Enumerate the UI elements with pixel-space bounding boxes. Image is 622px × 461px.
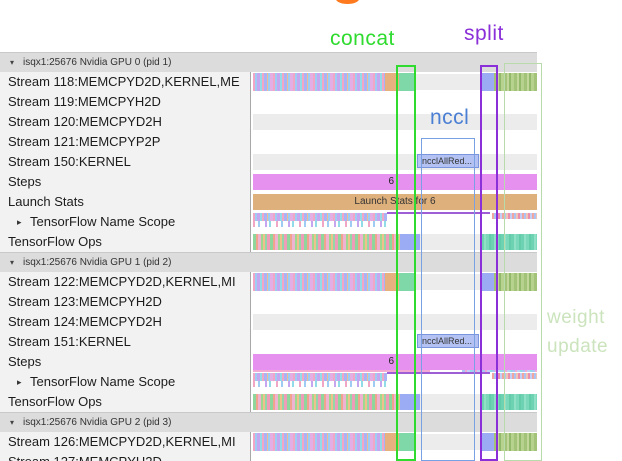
collapse-icon[interactable]: ▾ xyxy=(10,58,15,67)
expander-icon[interactable]: ▸ xyxy=(17,377,22,387)
timeline-row: Stream 121:MEMCPYP2P xyxy=(0,132,622,152)
section-header-gpu-2[interactable]: ▾ isqx1:25676 Nvidia GPU 2 (pid 3) xyxy=(0,412,537,432)
concat-block[interactable] xyxy=(399,433,415,451)
name-scope-events[interactable] xyxy=(253,373,387,381)
trace-events[interactable] xyxy=(253,73,385,91)
timeline-row: Stream 151:KERNEL ncclAllRed... xyxy=(0,332,622,352)
row-background xyxy=(415,274,480,290)
row-background xyxy=(415,434,480,450)
name-scope-events-right[interactable] xyxy=(492,373,537,379)
timeline-row: Stream 124:MEMCPYD2H xyxy=(0,312,622,332)
collapse-icon[interactable]: ▾ xyxy=(10,418,15,427)
timeline-row: TensorFlow Ops xyxy=(0,232,622,252)
section-header-label: isqx1:25676 Nvidia GPU 0 (pid 1) xyxy=(23,57,172,68)
cropped-text-fragment xyxy=(336,0,359,4)
row-label: Stream 150:KERNEL xyxy=(8,154,131,169)
concat-annotation-label: concat xyxy=(330,27,395,50)
timeline-row: TensorFlow Ops xyxy=(0,392,622,412)
memcpy-block[interactable] xyxy=(385,73,399,91)
timeline-row: Steps 6 xyxy=(0,352,622,372)
timeline-row: Stream 118:MEMCPYD2D,KERNEL,ME xyxy=(0,72,622,92)
scope-span-line xyxy=(387,372,490,374)
name-scope-sub-events[interactable] xyxy=(253,221,387,227)
step-number: 6 xyxy=(388,176,394,187)
nccl-kernel-bar[interactable]: ncclAllRed... xyxy=(417,334,479,348)
section-header-gpu-0[interactable]: ▾ isqx1:25676 Nvidia GPU 0 (pid 1) xyxy=(0,52,537,72)
op-block[interactable] xyxy=(400,234,420,250)
row-label: TensorFlow Ops xyxy=(8,234,102,249)
steps-subtrack xyxy=(253,369,430,372)
timeline-row: Stream 123:MEMCPYH2D xyxy=(0,292,622,312)
timeline-row: Stream 127:MEMCPYH2D xyxy=(0,452,622,461)
timeline-row: Stream 119:MEMCPYH2D xyxy=(0,92,622,112)
row-label: Stream 151:KERNEL xyxy=(8,334,131,349)
split-block[interactable] xyxy=(480,273,494,291)
op-block[interactable] xyxy=(400,394,420,410)
row-label: Stream 122:MEMCPYD2D,KERNEL,MI xyxy=(8,274,236,289)
step-number: 6 xyxy=(388,356,394,367)
expander-icon[interactable]: ▸ xyxy=(17,217,22,227)
row-background xyxy=(253,314,537,330)
row-label: Launch Stats xyxy=(8,194,84,209)
weight-update-annotation-label: weight update xyxy=(547,303,608,361)
row-label: Steps xyxy=(8,354,42,369)
timeline-row: Launch Stats Launch Stats for 6 xyxy=(0,192,622,212)
row-label: Stream 119:MEMCPYH2D xyxy=(8,94,161,109)
steps-subtrack-right xyxy=(462,369,537,372)
scope-span-line xyxy=(387,212,490,214)
weight-update-ops[interactable] xyxy=(481,234,537,250)
section-header-label: isqx1:25676 Nvidia GPU 2 (pid 3) xyxy=(23,417,172,428)
split-block[interactable] xyxy=(480,433,494,451)
steps-bar[interactable] xyxy=(253,354,537,370)
timeline-row: Stream 126:MEMCPYD2D,KERNEL,MI xyxy=(0,432,622,452)
weight-update-line1: weight xyxy=(547,307,605,328)
row-label: Stream 120:MEMCPYD2H xyxy=(8,114,162,129)
name-scope-events-right[interactable] xyxy=(492,213,537,219)
row-label: Stream 127:MEMCPYH2D xyxy=(8,452,248,461)
launch-stats-bar[interactable]: Launch Stats for 6 xyxy=(253,194,537,210)
row-label[interactable]: TensorFlow Name Scope xyxy=(30,374,176,389)
timeline-row: Stream 120:MEMCPYD2H xyxy=(0,112,622,132)
timeline-row: ▸ TensorFlow Name Scope xyxy=(0,212,622,232)
row-label: Stream 118:MEMCPYD2D,KERNEL,ME xyxy=(8,74,240,89)
trace-events[interactable] xyxy=(253,433,385,451)
timeline-row: Steps 6 xyxy=(0,172,622,192)
row-background xyxy=(253,114,537,130)
weight-update-events[interactable] xyxy=(494,73,537,91)
weight-update-ops[interactable] xyxy=(481,394,537,410)
steps-bar[interactable] xyxy=(253,174,537,190)
timeline-row: ▸ TensorFlow Name Scope xyxy=(0,372,622,392)
concat-block[interactable] xyxy=(399,73,415,91)
row-background xyxy=(253,154,537,170)
nccl-annotation-label: nccl xyxy=(430,106,470,129)
split-block[interactable] xyxy=(480,73,494,91)
trace-events[interactable] xyxy=(253,273,385,291)
section-header-gpu-1[interactable]: ▾ isqx1:25676 Nvidia GPU 1 (pid 2) xyxy=(0,252,537,272)
memcpy-block[interactable] xyxy=(385,273,399,291)
row-background xyxy=(415,74,480,90)
row-label: Steps xyxy=(8,174,42,189)
row-label[interactable]: TensorFlow Name Scope xyxy=(30,214,176,229)
row-label: Stream 124:MEMCPYD2H xyxy=(8,314,162,329)
row-label: Stream 126:MEMCPYD2D,KERNEL,MI xyxy=(8,434,236,449)
split-annotation-label: split xyxy=(464,22,504,45)
concat-block[interactable] xyxy=(399,273,415,291)
op-events[interactable] xyxy=(253,394,400,410)
nccl-kernel-bar[interactable]: ncclAllRed... xyxy=(417,154,479,168)
op-events[interactable] xyxy=(253,234,400,250)
name-scope-sub-events[interactable] xyxy=(253,381,387,387)
weight-update-events[interactable] xyxy=(494,273,537,291)
row-label: TensorFlow Ops xyxy=(8,394,102,409)
collapse-icon[interactable]: ▾ xyxy=(10,258,15,267)
name-scope-events[interactable] xyxy=(253,213,387,221)
weight-update-events[interactable] xyxy=(494,433,537,451)
row-label: Stream 123:MEMCPYH2D xyxy=(8,294,162,309)
timeline-rows: ▾ isqx1:25676 Nvidia GPU 0 (pid 1) Stream … xyxy=(0,52,622,461)
weight-update-line2: update xyxy=(547,336,609,357)
row-label: Stream 121:MEMCPYP2P xyxy=(8,134,161,149)
memcpy-block[interactable] xyxy=(385,433,399,451)
timeline-row: Stream 150:KERNEL ncclAllRed... xyxy=(0,152,622,172)
timeline-row: Stream 122:MEMCPYD2D,KERNEL,MI xyxy=(0,272,622,292)
section-header-label: isqx1:25676 Nvidia GPU 1 (pid 2) xyxy=(23,257,172,268)
